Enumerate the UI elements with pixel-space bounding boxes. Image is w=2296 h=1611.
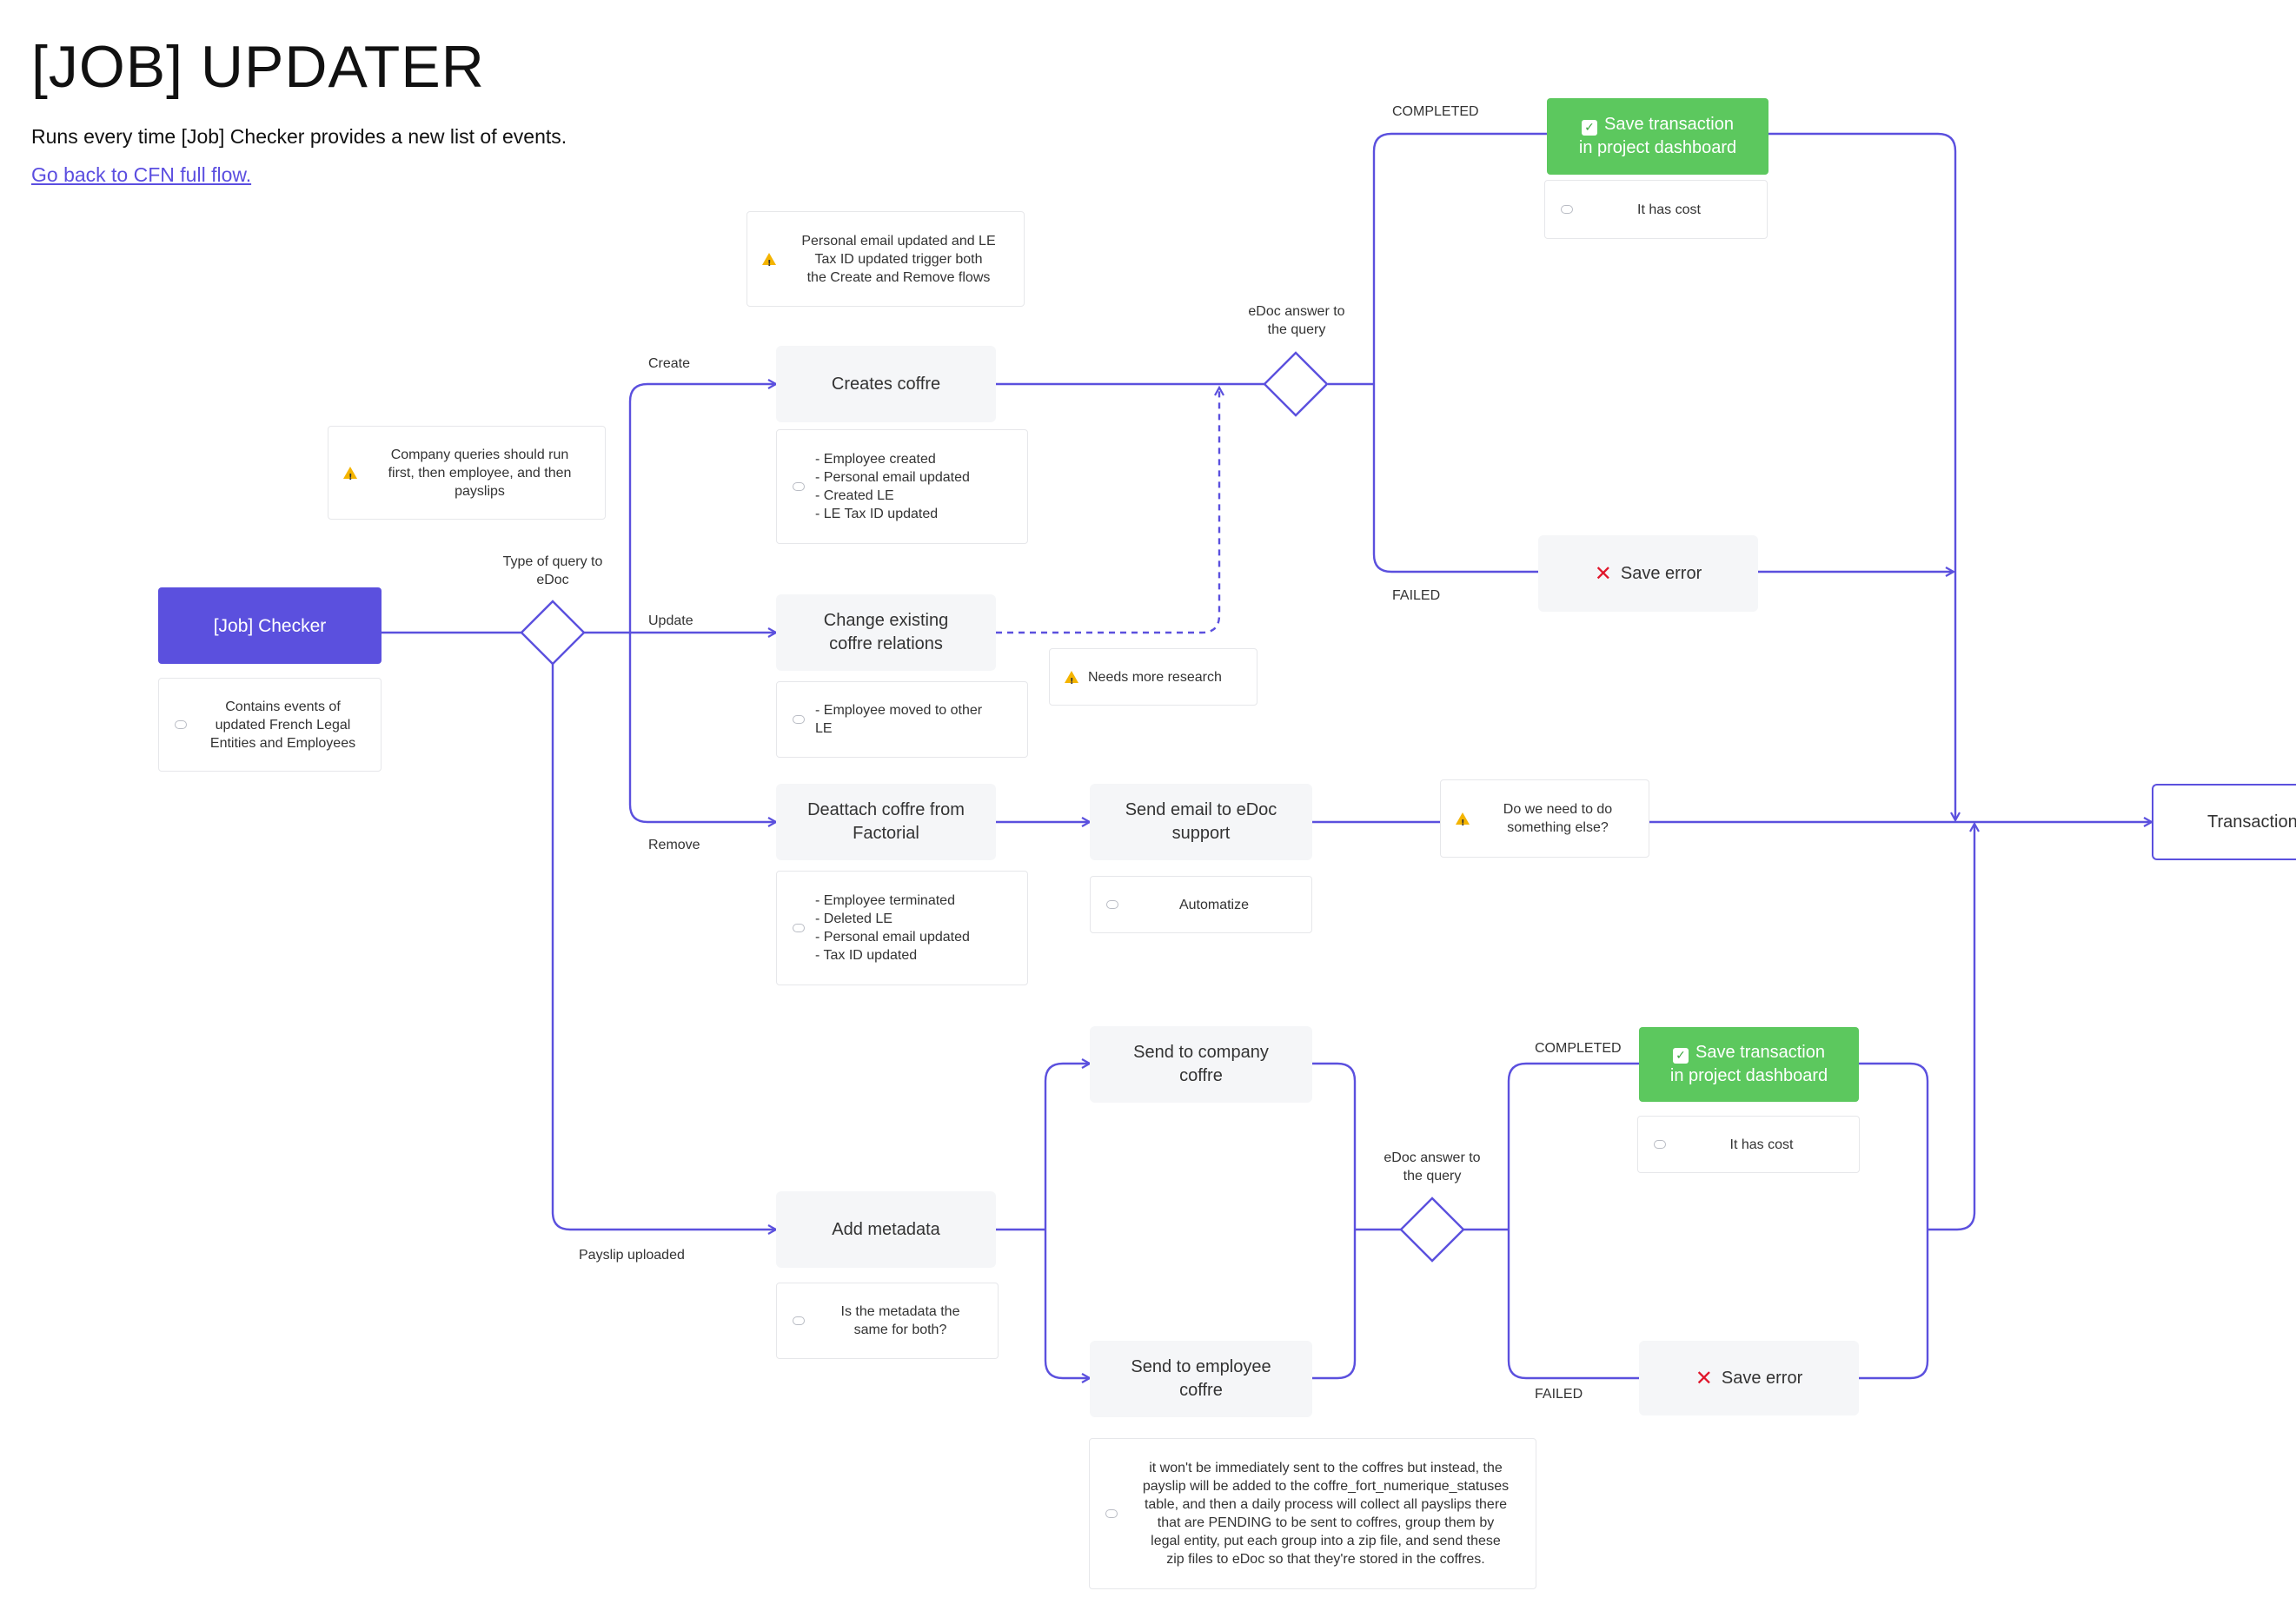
decision-diamond-query-type: [520, 600, 586, 666]
connector-company-merge: [1312, 1062, 1357, 1380]
label-completed-bottom: COMPLETED: [1535, 1041, 1622, 1056]
warning-icon: [762, 253, 776, 273]
connector-remove: [628, 633, 776, 822]
deattach-coffre-node[interactable]: Deattach coffre from Factorial: [776, 784, 996, 860]
label-remove: Remove: [648, 838, 700, 852]
warning-icon: [1065, 671, 1078, 691]
note-payslip-process: it won't be immediately sent to the coff…: [1089, 1438, 1536, 1589]
comment-icon: [793, 482, 805, 491]
note-job-checker: Contains events of updated French Legal …: [158, 678, 382, 772]
change-relations-node[interactable]: Change existing coffre relations: [776, 594, 996, 671]
note-automatize: Automatize: [1090, 876, 1312, 933]
label-edoc-answer-bottom: eDoc answer to the query: [1384, 1150, 1481, 1183]
label-create: Create: [648, 356, 691, 371]
label-update: Update: [648, 613, 693, 628]
note-cost-bottom: It has cost: [1637, 1116, 1860, 1173]
note-change-relations: - Employee moved to other LE: [776, 681, 1028, 758]
label-edoc-answer-top: eDoc answer to the query: [1248, 304, 1345, 337]
warning-icon: [343, 467, 357, 487]
send-company-coffre-node[interactable]: Send to company coffre: [1090, 1026, 1312, 1103]
save-error-bottom-label: Save error: [1721, 1368, 1803, 1388]
cross-icon: ✕: [1594, 560, 1612, 586]
note-cost-top: It has cost: [1544, 180, 1768, 239]
add-metadata-node[interactable]: Add metadata: [776, 1191, 996, 1268]
save-transaction-bottom-line2: in project dashboard: [1669, 1066, 1828, 1085]
note-creates-coffre: - Employee created - Personal email upda…: [776, 429, 1028, 544]
page-title: [JOB] UPDATER: [31, 34, 485, 100]
note-personal-email: Personal email updated and LE Tax ID upd…: [747, 211, 1025, 307]
connector-bottom-to-rail: [1928, 824, 1974, 1231]
save-error-bottom-node[interactable]: ✕ Save error: [1639, 1341, 1859, 1415]
comment-icon: [793, 1316, 805, 1325]
check-icon: ✓: [1582, 120, 1597, 136]
connector-research-dashed: [996, 388, 1219, 634]
connector-payslip: [551, 664, 776, 1230]
note-company-queries: Company queries should run first, then e…: [328, 426, 606, 520]
connector-completed-bottom: [1507, 1062, 1639, 1230]
note-deattach: - Employee terminated - Deleted LE - Per…: [776, 871, 1028, 985]
save-transaction-bottom-node[interactable]: ✓ Save transaction in project dashboard: [1639, 1027, 1859, 1102]
warning-icon: [1456, 812, 1470, 832]
label-payslip-uploaded: Payslip uploaded: [579, 1248, 685, 1263]
transaction-node[interactable]: Transaction: [2152, 784, 2296, 860]
note-do-we-need: Do we need to do something else?: [1440, 779, 1649, 858]
comment-icon: [1106, 900, 1118, 909]
decision-diamond-answer-bottom: [1399, 1197, 1465, 1263]
save-error-top-node[interactable]: ✕ Save error: [1538, 535, 1758, 612]
page-subtitle: Runs every time [Job] Checker provides a…: [31, 125, 567, 148]
comment-icon: [1105, 1509, 1118, 1518]
connector-completed-top: [1372, 132, 1547, 384]
save-transaction-top-line1: Save transaction: [1604, 115, 1734, 134]
connector-bottom-merge: [1859, 1062, 1929, 1380]
back-link[interactable]: Go back to CFN full flow.: [31, 163, 252, 186]
check-icon: ✓: [1673, 1048, 1689, 1064]
comment-icon: [1654, 1140, 1666, 1149]
label-failed-bottom: FAILED: [1535, 1387, 1583, 1402]
comment-icon: [1561, 205, 1573, 214]
connector-save-top-to-rail: [1768, 132, 1955, 820]
connector-to-company: [1044, 1064, 1090, 1230]
creates-coffre-node[interactable]: Creates coffre: [776, 346, 996, 422]
send-employee-coffre-node[interactable]: Send to employee coffre: [1090, 1341, 1312, 1417]
send-email-support-node[interactable]: Send email to eDoc support: [1090, 784, 1312, 860]
save-error-top-label: Save error: [1620, 563, 1702, 583]
job-checker-node[interactable]: [Job] Checker: [158, 587, 382, 664]
label-failed-top: FAILED: [1392, 588, 1441, 603]
note-metadata-same: Is the metadata the same for both?: [776, 1283, 999, 1359]
comment-icon: [175, 720, 187, 729]
connector-failed-bottom: [1507, 1230, 1639, 1380]
cross-icon: ✕: [1695, 1365, 1713, 1390]
save-transaction-top-node[interactable]: ✓ Save transaction in project dashboard: [1547, 98, 1768, 175]
label-completed-top: COMPLETED: [1392, 104, 1479, 119]
decision-diamond-answer-top: [1263, 351, 1329, 417]
connector-create: [584, 384, 776, 634]
label-type-of-query: Type of query to eDoc: [502, 554, 603, 587]
comment-icon: [793, 715, 805, 724]
connector-to-employee: [1044, 1230, 1090, 1378]
note-needs-research: Needs more research: [1049, 648, 1257, 706]
save-transaction-bottom-line1: Save transaction: [1695, 1043, 1825, 1062]
connector-failed-top: [1372, 384, 1538, 573]
comment-icon: [793, 924, 805, 932]
save-transaction-top-line2: in project dashboard: [1578, 138, 1737, 157]
